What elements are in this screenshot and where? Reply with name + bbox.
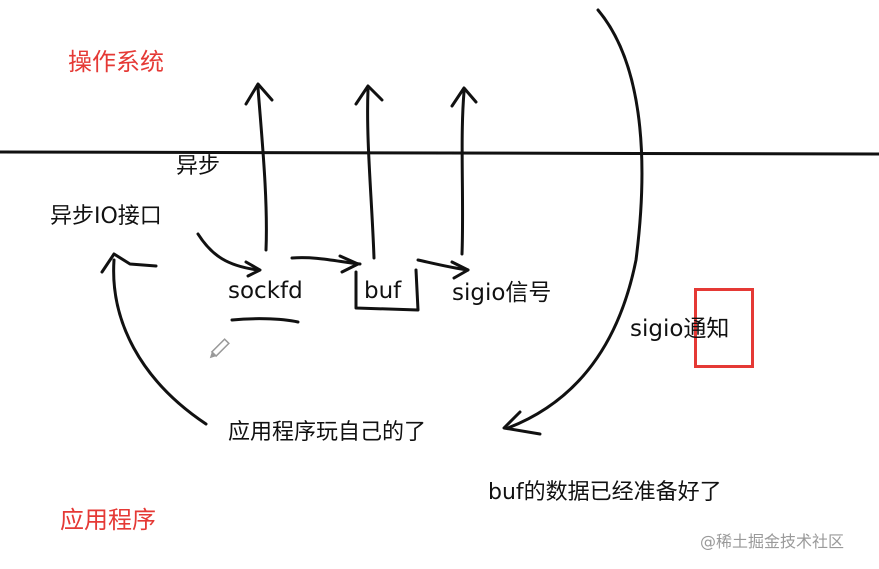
arrowhead-os-to-app [502,410,542,436]
arrow-os-to-app [506,8,644,430]
arrowhead-app-to-asyncio [100,252,158,274]
arrowhead-sigio-up [450,86,478,108]
buf-box [354,268,420,312]
label-app-self: 应用程序玩自己的了 [228,420,427,445]
sockfd-underline [230,317,300,324]
arrow-sockfd-up [256,86,268,252]
arrowhead-sockfd-to-buf [338,254,360,274]
watermark: @稀土掘金技术社区 [700,532,845,551]
label-sockfd: sockfd [228,278,303,304]
arrowhead-asyncio-to-sockfd [244,260,262,278]
label-async: 异步 [176,154,221,179]
arrow-app-to-asyncio [112,258,208,426]
label-buf-ready: buf的数据已经准备好了 [488,480,722,505]
arrow-sigio-up [460,90,466,256]
label-os: 操作系统 [68,48,164,76]
label-app: 应用程序 [60,506,156,534]
arrowhead-buf-to-sigio [450,260,470,280]
arrowhead-buf-up [354,84,384,106]
notify-highlight-box [694,288,754,368]
label-buf: buf [364,278,402,304]
label-async-io: 异步IO接口 [50,204,162,229]
pencil-icon [209,338,230,359]
label-sigio-signal: sigio信号 [452,280,552,306]
arrow-asyncio-to-sockfd [196,232,260,272]
os-boundary-line [0,150,879,156]
label-sigio-notify: sigio通知 [630,316,730,342]
arrow-buf-up [366,88,376,260]
arrowhead-sockfd-up [244,82,274,106]
